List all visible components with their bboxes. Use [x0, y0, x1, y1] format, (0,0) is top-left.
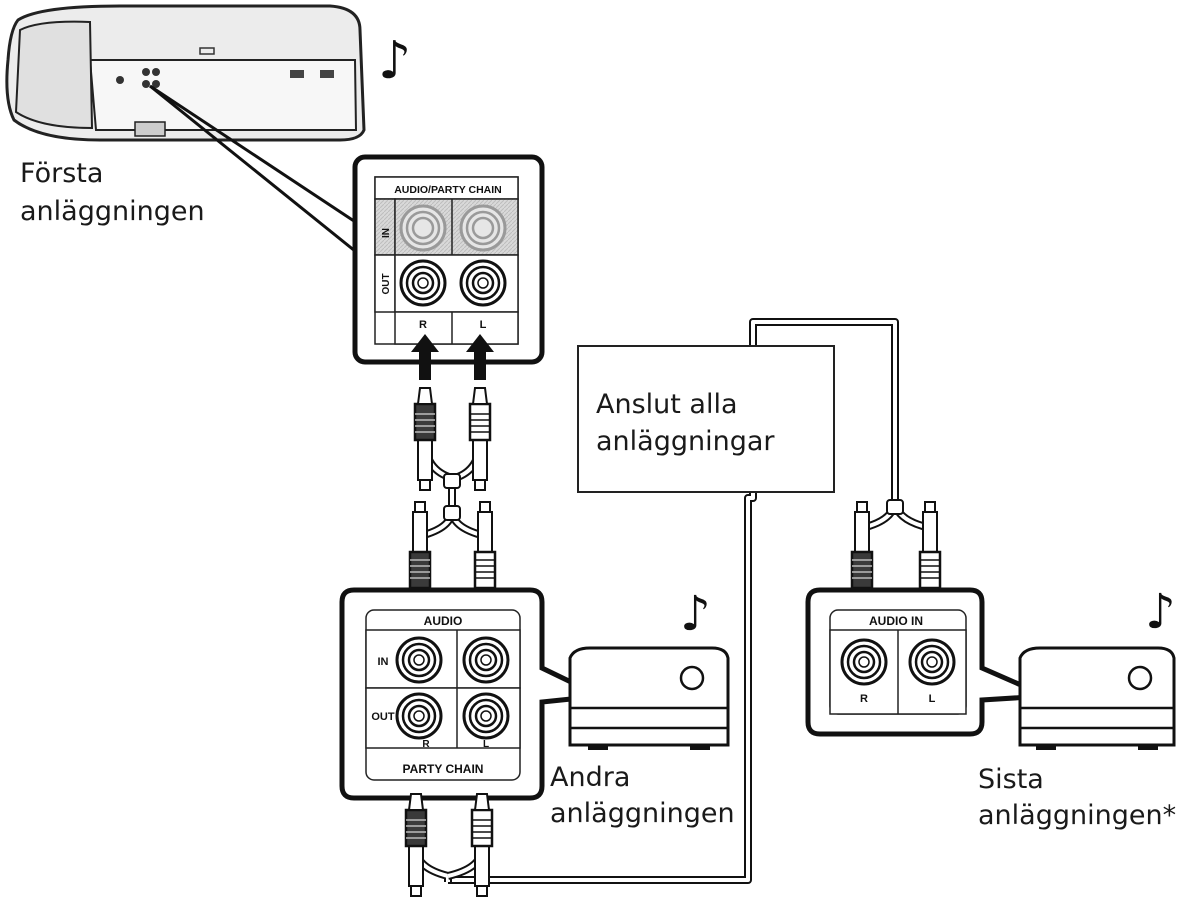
- insert-arrow-r: [411, 334, 439, 380]
- last-panel-r-label: R: [860, 693, 868, 705]
- second-in-jack-r: [395, 636, 443, 684]
- last-panel-header: AUDIO IN: [869, 614, 923, 628]
- second-device-label-line2: anläggningen: [550, 798, 735, 829]
- top-plug-l: [468, 386, 492, 492]
- first-panel-out-label: OUT: [381, 273, 392, 294]
- top-plug-r: [413, 386, 437, 492]
- last-device-label-line2: anläggningen*: [978, 800, 1176, 831]
- insert-arrow-l: [466, 334, 494, 380]
- first-out-jack-l: [459, 259, 507, 307]
- first-panel-l-label: L: [480, 319, 487, 331]
- second-device-illustration: [568, 646, 730, 750]
- first-panel-header: AUDIO/PARTY CHAIN: [394, 184, 502, 196]
- second-panel-out-label: OUT: [371, 711, 395, 723]
- note-box: Anslut alla anläggningar: [577, 345, 835, 493]
- first-in-jack-l: [459, 204, 507, 252]
- first-device-label-line1: Första: [20, 158, 103, 189]
- second-panel-r-label: R: [422, 739, 430, 750]
- first-device-illustration: [5, 4, 366, 142]
- party-chain-plug-l: [470, 792, 494, 898]
- second-panel-l-label: L: [483, 739, 489, 750]
- second-rca-cable: [408, 500, 497, 606]
- last-rca-cable: [850, 499, 942, 606]
- second-panel-in-label: IN: [378, 656, 389, 668]
- last-in-jack-r: [840, 638, 888, 686]
- party-chain-rca-cable: [404, 792, 494, 898]
- second-device-label-line1: Andra: [550, 762, 630, 793]
- first-device-label-line2: anläggningen: [20, 196, 205, 227]
- first-panel-r-label: R: [419, 319, 427, 331]
- first-in-jack-r: [399, 204, 447, 252]
- first-panel-in-label: IN: [381, 228, 392, 238]
- first-out-jack-r: [399, 259, 447, 307]
- music-note-icon: ♪: [378, 31, 411, 91]
- note-line1: Anslut alla: [596, 389, 738, 420]
- second-out-jack-r: [395, 692, 443, 740]
- last-panel-l-label: L: [929, 693, 936, 705]
- second-music-note-icon: ♪: [680, 586, 711, 642]
- first-device-jack-panel: AUDIO/PARTY CHAIN IN OUT R L: [352, 154, 545, 365]
- note-line2: anläggningar: [596, 426, 775, 457]
- party-chain-plug-r: [404, 792, 428, 898]
- second-panel-footer: PARTY CHAIN: [403, 762, 484, 776]
- last-device-label-line1: Sista: [978, 764, 1044, 795]
- last-in-jack-l: [908, 638, 956, 686]
- second-device-jack-panel: AUDIO IN OUT R L PARTY CHAIN: [339, 587, 610, 801]
- second-in-jack-l: [462, 636, 510, 684]
- last-device-illustration: [1018, 646, 1176, 750]
- last-device-jack-panel: AUDIO IN R L: [805, 587, 1048, 737]
- second-panel-header: AUDIO: [424, 614, 463, 628]
- second-out-jack-l: [462, 692, 510, 740]
- last-music-note-icon: ♪: [1145, 584, 1176, 640]
- top-rca-cable: [413, 386, 492, 520]
